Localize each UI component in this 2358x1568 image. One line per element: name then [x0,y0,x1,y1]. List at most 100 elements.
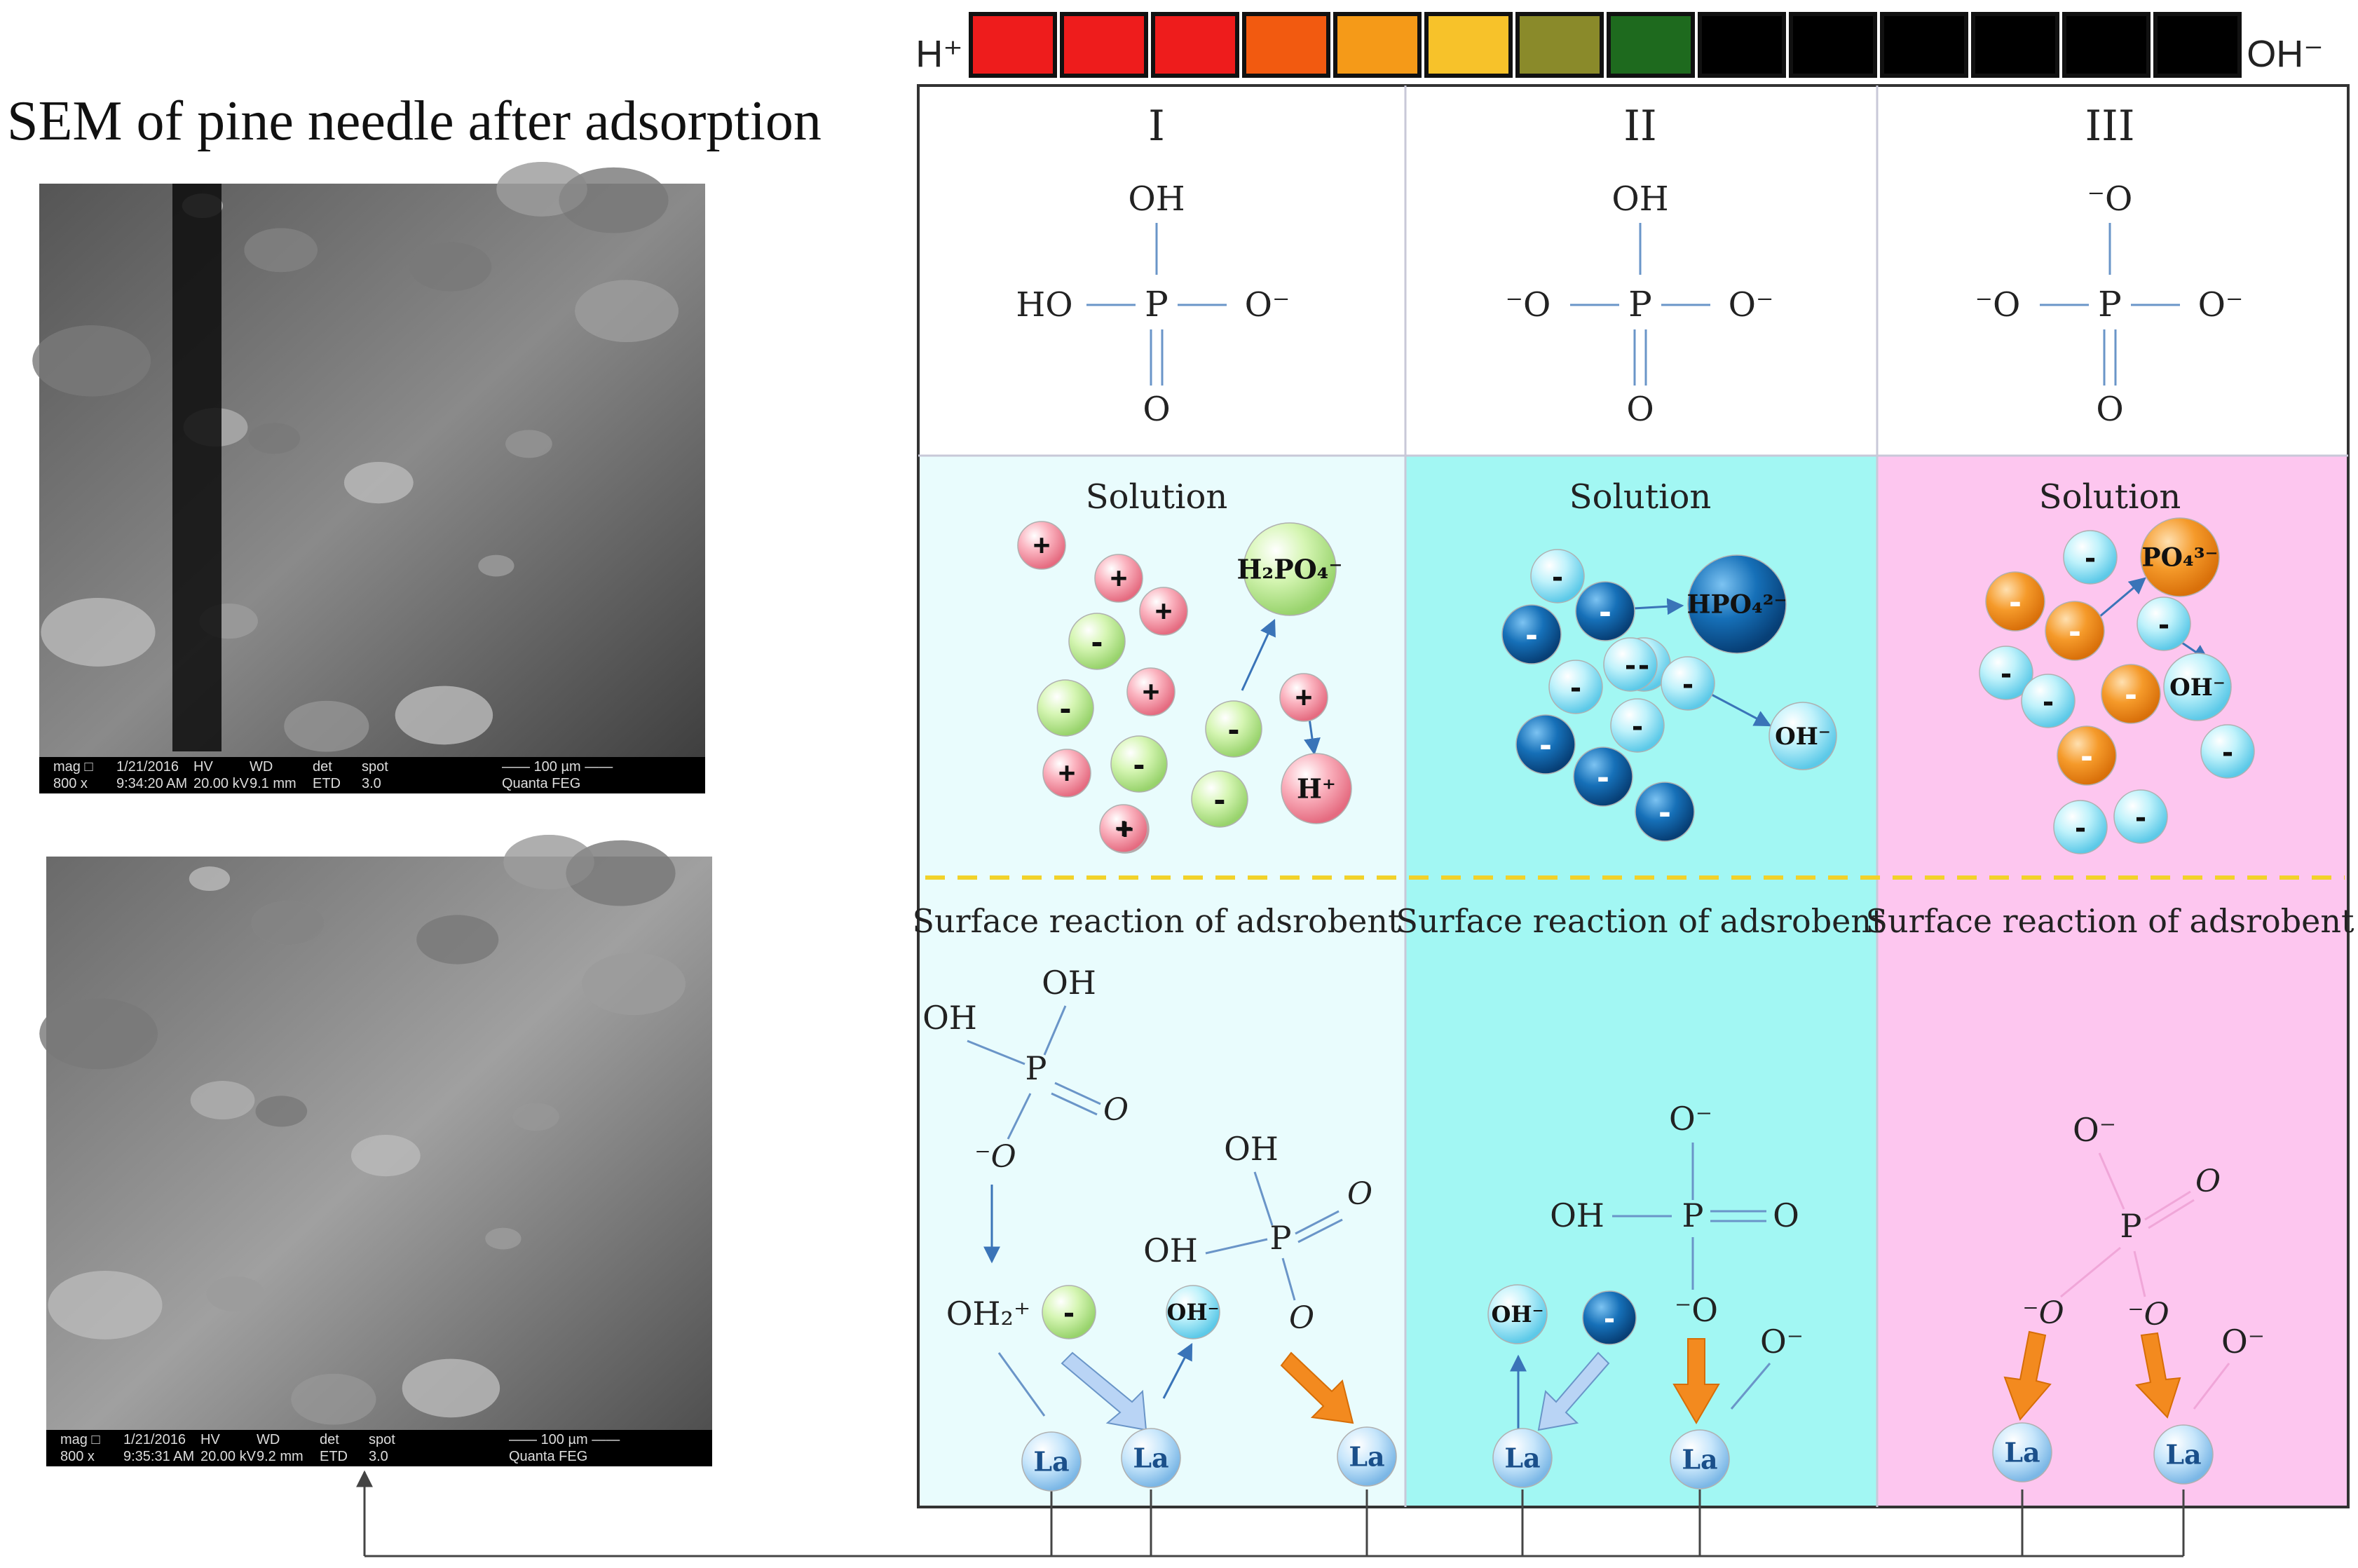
sem-texture [291,1373,376,1425]
anion-ball-sign: - [2075,809,2086,846]
bond-line [1253,1171,1274,1226]
la-site-label: La [2165,1438,2201,1470]
sem-footer-text: 9.2 mm [257,1449,304,1464]
sem-texture [566,840,676,906]
sem-texture [409,242,492,292]
sem-texture [284,700,369,752]
species-numeral: III [2085,102,2134,151]
cation-ball [1126,667,1175,716]
sem-texture [255,1096,308,1127]
sem-texture [284,700,369,752]
sem-texture [190,1081,255,1120]
sem-texture [248,423,301,454]
cation-ball-sign: + [1110,562,1128,595]
anion-ball-sign: - [1214,779,1226,819]
sem-texture [41,597,156,667]
sem-texture [343,461,414,504]
bond-line [1043,1005,1067,1056]
ph-color-swatch [1515,12,1604,78]
adsorption-arrow [1537,1351,1610,1431]
sem-texture [485,1227,522,1250]
sem-texture [575,280,679,343]
solution-label: Solution [2039,477,2181,517]
cation-ball [1042,749,1091,798]
phosphate-ball-sign: - [2009,581,2021,622]
anion-ball [2053,800,2108,854]
sem-texture [343,461,414,504]
sem-texture [395,686,493,745]
ph-color-swatch [1698,12,1786,78]
sem-texture [416,915,499,964]
sem-texture [566,840,676,906]
adsorption-arrow-orange [1672,1338,1720,1424]
la-site-label: La [1349,1440,1384,1472]
sem-texture [409,242,492,292]
sem-texture [189,866,231,892]
bond-line [2148,1199,2195,1229]
adsorption-arrow-orange [2135,1332,2181,1419]
sem-texture [478,554,514,577]
species-numeral: II [1623,102,1656,151]
sem-texture [575,280,679,343]
sem-texture [512,1103,559,1131]
anion-ball-sign: - [1552,558,1563,595]
la-site [1021,1431,1082,1492]
sem-texture [248,423,301,454]
bond-line [1051,1092,1098,1116]
sem-texture [566,840,676,906]
bond-line [1205,1238,1268,1255]
ph-color-swatch [2062,12,2151,78]
sem-footer-text: 20.00 kV [200,1449,257,1464]
sem-texture [255,1096,308,1127]
bond-line [1054,1082,1101,1105]
ph-color-swatch [1789,12,1877,78]
species-hpo4 [1687,554,1787,654]
sem-footer-text: spot [369,1432,395,1447]
atom-left: HO [1016,285,1072,325]
sem-texture [189,866,231,892]
solution-label: Solution [1569,477,1712,517]
sem-texture [402,1358,500,1418]
hydroxide-ball-sign: - [1539,724,1551,765]
sem-crack [172,184,222,751]
atom-left: ⁻O [1506,285,1551,325]
atom-right: O⁻ [1729,285,1774,325]
sem-texture [244,228,318,273]
species-po4-label: PO₄³⁻ [2142,543,2219,573]
anion-ball [2136,596,2191,651]
sem-footer-text: HV [193,759,213,775]
anion-ball-sign: - [1060,688,1072,728]
hydroxide-ball [1575,581,1635,641]
ph-color-swatch [1060,12,1148,78]
atom-right: O⁻ [1245,285,1290,325]
atom-o: O [2195,1164,2221,1199]
sem-texture [32,325,151,397]
sem-texture [409,242,492,292]
ion-oh-minus-label: OH⁻ [1492,1301,1544,1328]
atom-o: O [1773,1197,1799,1234]
anion-ball-sign: - [1133,744,1145,784]
sem-texture [350,1134,421,1177]
surface-label: Surface reaction of adsrobent [912,902,1401,940]
sem-texture [496,162,587,217]
adsorption-arrow-orange [1280,1351,1354,1424]
sem-footer-text: 9:34:20 AM [116,776,187,791]
anion-ball-sign: - [1632,707,1643,744]
sem-footer-bar [39,757,705,793]
column-background [1405,456,1877,1507]
reaction-arrow [2099,577,2146,618]
atom-top: OH [1611,179,1668,219]
anion-ball-sign: - [2043,683,2054,720]
atom-p: P [1628,284,1652,325]
phosphate-ball-sign: - [2080,735,2092,777]
bond-line [2060,1246,2121,1298]
anion-ball-sign: - [2135,798,2146,836]
atom-oh: OH [1042,964,1096,1002]
diagram-frame [917,84,2350,1508]
sem-texture [189,866,231,892]
bond-line [2193,1363,2230,1410]
sem-texture [251,901,325,946]
sem-texture [190,1081,255,1120]
sem-footer-text: WD [257,1432,280,1447]
